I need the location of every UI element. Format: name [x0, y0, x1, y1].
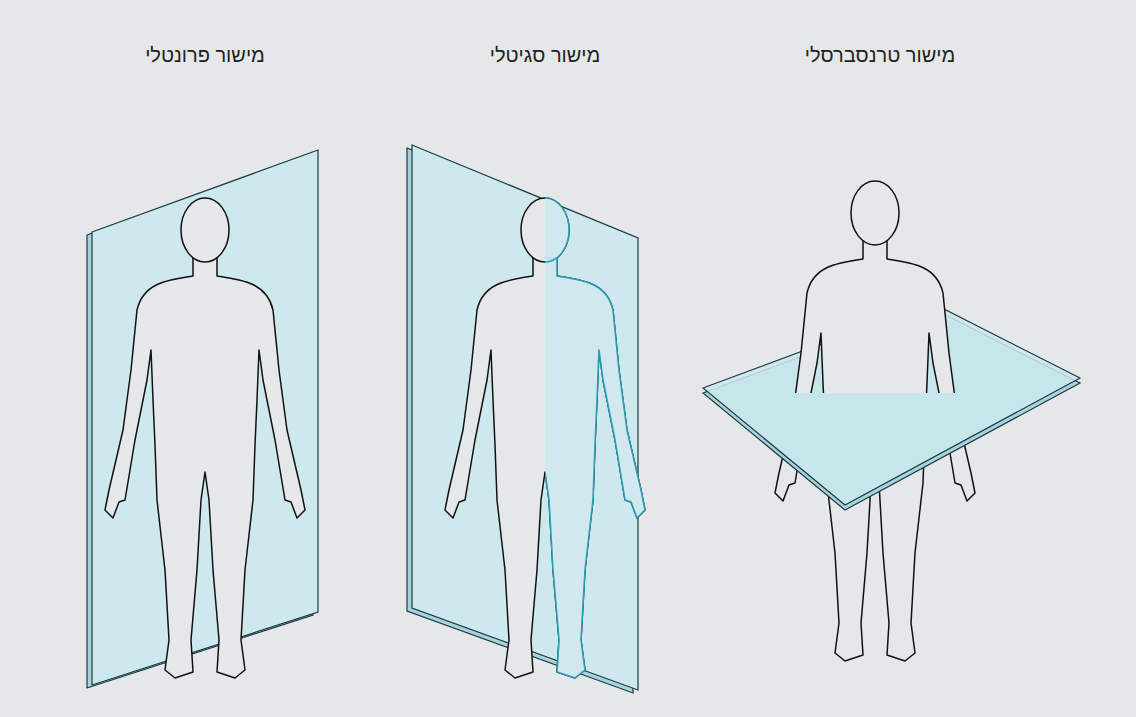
frontal-plane	[87, 150, 318, 688]
plane-label: מישור טרנסברסלי	[805, 44, 955, 67]
transverse-plane	[703, 181, 1080, 661]
sagittal-plane	[407, 145, 645, 693]
plane-label: מישור פרונטלי	[145, 44, 265, 67]
plane-label: מישור סגיטלי	[490, 44, 601, 67]
